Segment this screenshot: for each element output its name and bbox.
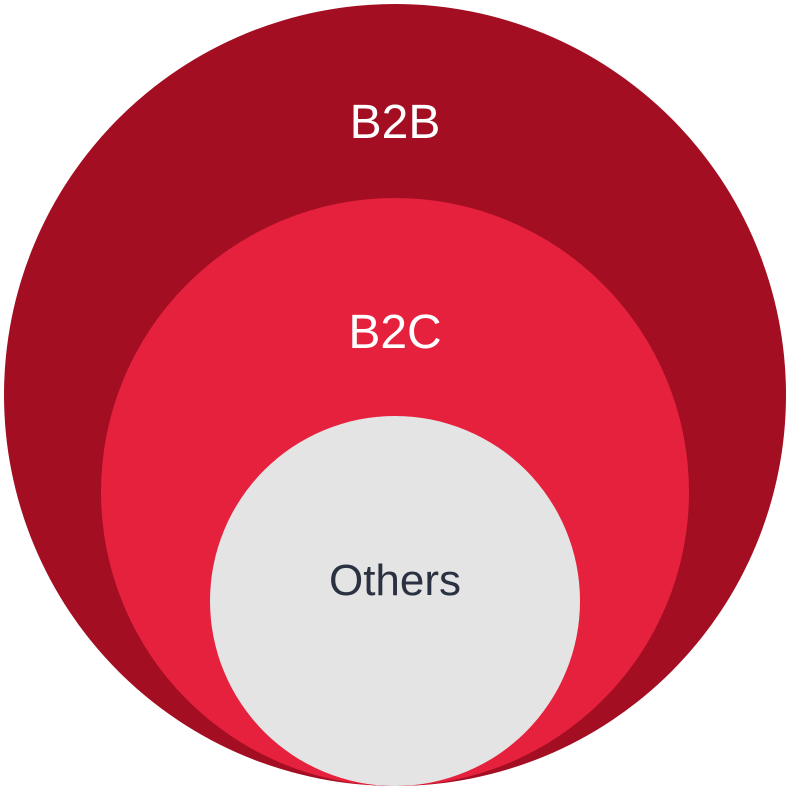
b2b-label: B2B [349, 96, 441, 149]
b2c-circle: B2C Others [101, 198, 689, 786]
b2b-circle: B2B B2C Others [4, 4, 786, 786]
others-label: Others [328, 556, 462, 605]
b2c-label: B2C [348, 306, 442, 359]
others-circle: Others [210, 416, 580, 786]
